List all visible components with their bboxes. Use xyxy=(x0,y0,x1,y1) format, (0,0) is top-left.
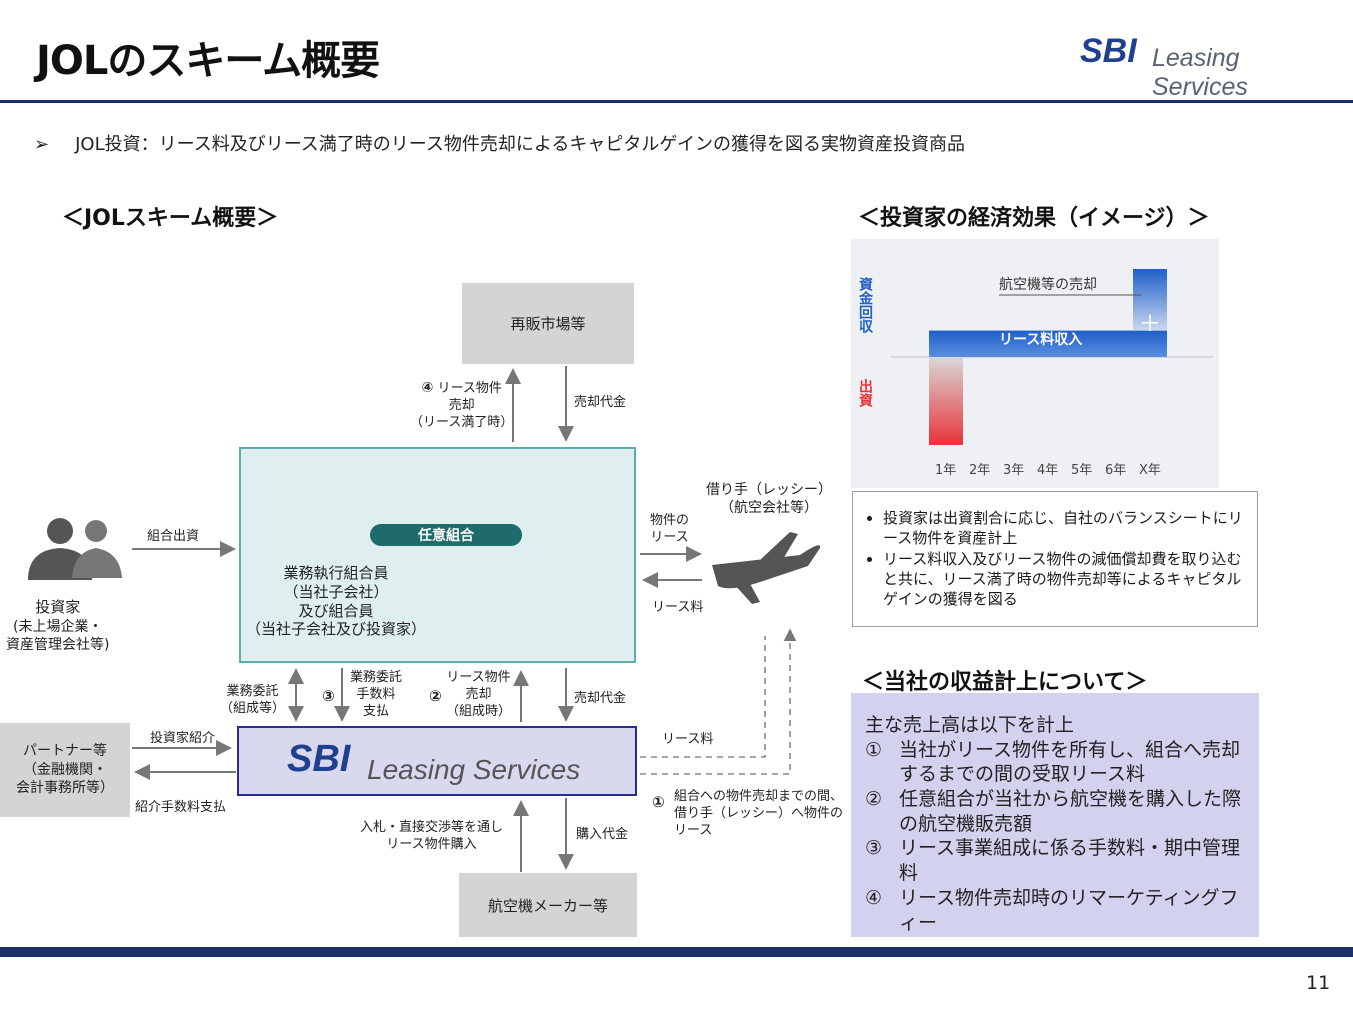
label-investor-intro: 投資家紹介 xyxy=(150,731,216,746)
chart-svg: 1年 2年 3年 4年 5年 6年 X年 資金回収 出資 航空機等の売却 リース料収入 ＋ xyxy=(857,269,1213,478)
label-lease-item: 物件のリース xyxy=(650,513,690,545)
footer-divider xyxy=(0,947,1353,957)
airplane-icon xyxy=(712,532,821,604)
label-bid: 入札・直接交渉等を通しリース物件購入 xyxy=(360,820,504,852)
section-effect: ＜投資家の経済効果（イメージ）＞ xyxy=(858,206,1210,231)
label-lease-sale: リース物件売却（組成時） xyxy=(446,670,512,719)
x-tick-label: 2年 xyxy=(969,463,990,478)
union-pill: 任意組合 xyxy=(370,524,522,546)
y-label-bottom: 出資 xyxy=(857,378,873,408)
union-members: 業務執行組合員 （当社子会社） 及び組合員 （当社子会社及び投資家） xyxy=(246,564,427,639)
effect-notes: 投資家は出資割合に応じ、自社のバランスシートにリース物件を資産計上 リース料収入… xyxy=(852,491,1258,627)
resale-market-box: 再販市場等 xyxy=(462,283,634,364)
investor-label: 投資家 (未上場企業・ 資産管理会社等) xyxy=(6,598,110,653)
arrow-bullet-icon: ➢ xyxy=(34,134,50,155)
investor-icon xyxy=(28,518,122,580)
effect-note-2: リース料収入及びリース物件の減価償却費を取り込むと共に、リース満了時の物件売却等… xyxy=(883,549,1249,610)
economic-effect-chart: 1年 2年 3年 4年 5年 6年 X年 資金回収 出資 航空機等の売却 リース料収入 ＋ xyxy=(851,239,1219,488)
label-purchase-price: 購入代金 xyxy=(576,827,629,842)
page-number: 11 xyxy=(1306,972,1331,994)
section-scheme: ＜JOLスキーム概要＞ xyxy=(62,206,279,231)
label-intro-fee: 紹介手数料支払 xyxy=(135,800,227,815)
label-biz-commission: 業務委託（組成等） xyxy=(220,684,286,716)
label-sale-price-mid: 売却代金 xyxy=(574,691,627,706)
page-title: JOLのスキーム概要 xyxy=(36,38,380,84)
maker-box: 航空機メーカー等 xyxy=(459,873,637,937)
union-box xyxy=(239,447,636,663)
label-lease-fee-1: リース料 xyxy=(652,600,704,615)
company-logo: SBI Leasing Services xyxy=(1080,30,1340,101)
summary-text: JOL投資：リース料及びリース満了時のリース物件売却によるキャピタルゲインの獲得… xyxy=(75,134,965,155)
bar-investment xyxy=(929,357,963,445)
y-label-top: 資金回収 xyxy=(857,276,874,334)
header-divider xyxy=(0,100,1353,103)
sbi-leasing-box: SBI Leasing Services xyxy=(237,726,637,796)
effect-note-1: 投資家は出資割合に応じ、自社のバランスシートにリース物件を資産計上 xyxy=(883,508,1249,549)
section-revenue: ＜当社の収益計上について＞ xyxy=(862,670,1148,695)
label-step-3: ③ xyxy=(322,687,335,705)
bar-lease-income xyxy=(929,330,1167,357)
x-tick-label: 6年 xyxy=(1105,463,1126,478)
sbi-box-logo: SBI xyxy=(287,738,351,780)
summary-bullet: ➢ JOL投資：リース料及びリース満了時のリース物件売却によるキャピタルゲインの獲… xyxy=(34,130,965,156)
label-step-1-text: 組合への物件売却までの間、借り手（レッシー）へ物件のリース xyxy=(674,789,844,838)
annotation-sale: 航空機等の売却 xyxy=(999,276,1097,293)
label-sale-price-top: 売却代金 xyxy=(574,395,627,410)
x-tick-label: 5年 xyxy=(1071,463,1092,478)
bar-sale xyxy=(1133,269,1167,331)
label-biz-fee: 業務委託手数料支払 xyxy=(350,670,403,719)
logo-text: Leasing Services xyxy=(1152,44,1248,101)
label-step-1: ① xyxy=(652,793,665,811)
lessee-label: 借り手（レッシー）（航空会社等） xyxy=(706,482,832,517)
logo-sbi: SBI xyxy=(1080,32,1137,70)
label-step-2: ② xyxy=(429,687,442,705)
sbi-box-text: Leasing Services xyxy=(367,754,581,785)
x-tick-label: 3年 xyxy=(1003,463,1024,478)
label-step-4: ④ リース物件 売却 （リース満了時） xyxy=(410,380,514,430)
x-tick-label: 4年 xyxy=(1037,463,1058,478)
annotation-income: リース料収入 xyxy=(999,331,1082,348)
label-investment: 組合出資 xyxy=(147,529,200,544)
revenue-intro: 主な売上高は以下を計上 xyxy=(865,714,1075,736)
partner-box: パートナー等（金融機関・会計事務所等） xyxy=(0,723,130,817)
annotation-plus: ＋ xyxy=(1139,312,1161,337)
x-tick-label: 1年 xyxy=(935,463,956,478)
x-tick-label: X年 xyxy=(1139,463,1161,478)
label-lease-fee-2: リース料 xyxy=(662,732,714,747)
